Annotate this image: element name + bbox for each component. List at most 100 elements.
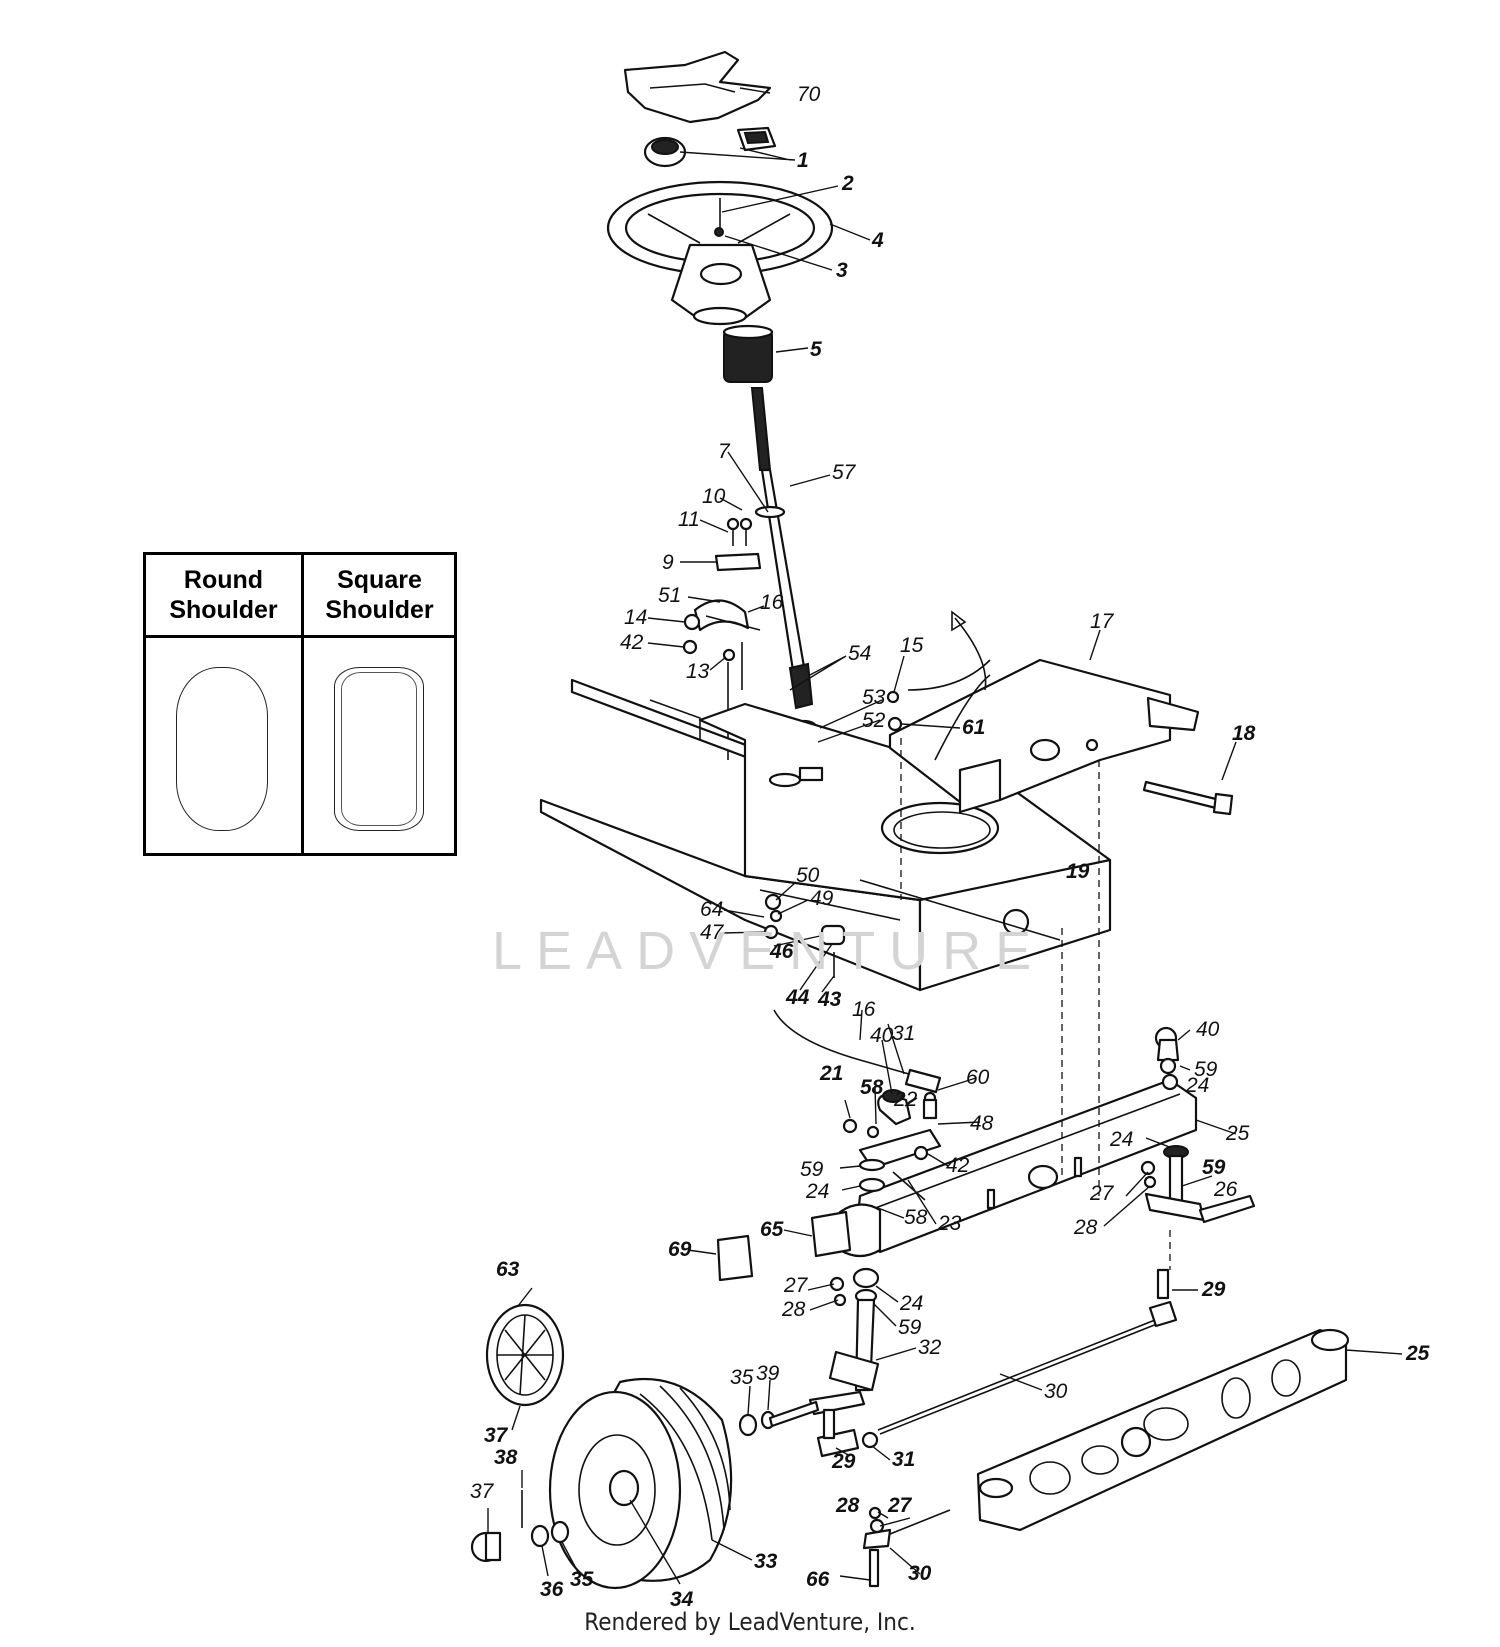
callout-18: 18 xyxy=(1232,722,1256,745)
callout-16-upper: 16 xyxy=(760,591,784,614)
callout-22: 22 xyxy=(893,1088,918,1111)
steering-arm xyxy=(838,1089,942,1258)
callout-59-right-top: 59 xyxy=(1194,1058,1218,1081)
callout-28-right: 28 xyxy=(1073,1216,1098,1239)
callout-46: 46 xyxy=(769,940,794,963)
legend-round-shoulder: Round Shoulder xyxy=(146,555,304,853)
tire-shoulder-legend: Round Shoulder Square Shoulder xyxy=(143,552,457,856)
part-32-spindle-left xyxy=(808,1267,880,1416)
callout-54: 54 xyxy=(848,642,871,665)
callout-5: 5 xyxy=(810,338,822,361)
callout-39: 39 xyxy=(756,1362,780,1385)
callout-66: 66 xyxy=(806,1568,830,1591)
callout-59-left-top: 59 xyxy=(800,1158,824,1181)
callout-59-right-mid: 59 xyxy=(1202,1156,1226,1179)
part-63-hubcap xyxy=(485,1303,565,1407)
callout-31-lower: 31 xyxy=(892,1448,915,1471)
legend-square-title: Square Shoulder xyxy=(302,555,457,638)
callout-34: 34 xyxy=(670,1588,694,1611)
callout-23: 23 xyxy=(937,1212,962,1235)
callout-10: 10 xyxy=(702,485,726,508)
callout-40-right: 40 xyxy=(1196,1018,1220,1041)
callout-51: 51 xyxy=(658,584,681,607)
steering-bracket-hardware xyxy=(682,517,762,760)
part-70-cover xyxy=(623,50,772,124)
callout-52: 52 xyxy=(862,709,886,732)
callout-57: 57 xyxy=(832,461,857,484)
callout-65: 65 xyxy=(760,1218,784,1241)
callout-7: 7 xyxy=(718,440,731,463)
callout-21: 21 xyxy=(819,1062,843,1085)
round-shoulder-tire-icon xyxy=(176,667,268,831)
callout-28-left: 28 xyxy=(781,1298,806,1321)
callout-37-hubcap: 37 xyxy=(484,1424,509,1447)
part-18-bolt xyxy=(1142,780,1234,816)
callout-58-upper: 58 xyxy=(860,1076,884,1099)
part-33-tire xyxy=(548,1378,733,1590)
part-25-axle-lower xyxy=(976,1328,1350,1532)
callout-30-main: 30 xyxy=(1044,1380,1068,1403)
callout-27-lower: 27 xyxy=(887,1494,913,1517)
callout-43: 43 xyxy=(817,988,842,1011)
footer-credit: Rendered by LeadVenture, Inc. xyxy=(584,1608,916,1636)
leader-lines xyxy=(487,87,1403,1585)
callout-31-upper: 31 xyxy=(892,1022,915,1045)
callout-labels: 70 1 2 4 3 5 7 57 10 11 9 51 16 14 42 13… xyxy=(470,83,1430,1611)
callout-25-upper: 25 xyxy=(1225,1122,1250,1145)
callout-37-cap: 37 xyxy=(470,1480,495,1503)
callout-28-lower: 28 xyxy=(835,1494,860,1517)
callout-32: 32 xyxy=(918,1336,942,1359)
callout-4: 4 xyxy=(871,229,884,252)
callout-16-lower: 16 xyxy=(852,998,876,1021)
callout-42-upper: 42 xyxy=(620,631,644,654)
callout-70: 70 xyxy=(797,83,821,106)
legend-square-shoulder: Square Shoulder xyxy=(302,555,457,853)
callout-2: 2 xyxy=(841,172,854,195)
legend-round-title: Round Shoulder xyxy=(146,555,301,638)
steering-shaft xyxy=(750,387,818,751)
callout-27-left: 27 xyxy=(783,1274,809,1297)
callout-27-right: 27 xyxy=(1089,1182,1115,1205)
callout-24-left-top: 24 xyxy=(805,1180,829,1203)
callout-42-lower: 42 xyxy=(946,1154,970,1177)
frame-hardware xyxy=(763,690,903,978)
part-16-drag-link xyxy=(773,1009,942,1120)
callout-1: 1 xyxy=(797,149,809,172)
callout-49: 49 xyxy=(810,887,834,910)
wheel-hardware xyxy=(470,1400,820,1563)
callout-44: 44 xyxy=(785,986,810,1009)
callout-14: 14 xyxy=(624,606,647,629)
legend-round-line-2: Shoulder xyxy=(169,596,278,624)
part-26-spindle-right xyxy=(1140,1145,1256,1224)
part-25-axle-upper xyxy=(854,1026,1198,1254)
callout-47: 47 xyxy=(700,921,725,944)
part-1-caps xyxy=(643,126,777,168)
callout-58-lower: 58 xyxy=(904,1206,928,1229)
callout-15: 15 xyxy=(900,634,924,657)
callout-53: 53 xyxy=(862,686,886,709)
callout-24-left-low: 24 xyxy=(899,1292,923,1315)
callout-40-left: 40 xyxy=(870,1024,894,1047)
part-69-bushing xyxy=(716,1234,754,1282)
callout-29-left: 29 xyxy=(831,1450,856,1473)
callout-38: 38 xyxy=(494,1446,518,1469)
callout-24-right-top: 24 xyxy=(1185,1074,1209,1097)
callout-17: 17 xyxy=(1090,610,1115,633)
part-19-frame xyxy=(539,678,1112,992)
callout-60: 60 xyxy=(966,1066,990,1089)
callout-24-right-mid: 24 xyxy=(1109,1128,1133,1151)
legend-square-line-1: Square xyxy=(337,566,422,594)
callout-61: 61 xyxy=(962,716,985,739)
callout-11: 11 xyxy=(678,508,700,531)
callout-33: 33 xyxy=(754,1550,778,1573)
callout-30-lower: 30 xyxy=(908,1562,932,1585)
callout-64: 64 xyxy=(700,898,723,921)
watermark: LEADVENTURE xyxy=(492,921,1046,981)
part-17-dash-support xyxy=(888,658,1200,814)
part-5-bushing xyxy=(722,324,774,383)
callout-63: 63 xyxy=(496,1258,520,1281)
callout-35-lower: 35 xyxy=(570,1568,594,1591)
callout-59-left-low: 59 xyxy=(898,1316,922,1339)
callout-19: 19 xyxy=(1066,860,1090,883)
